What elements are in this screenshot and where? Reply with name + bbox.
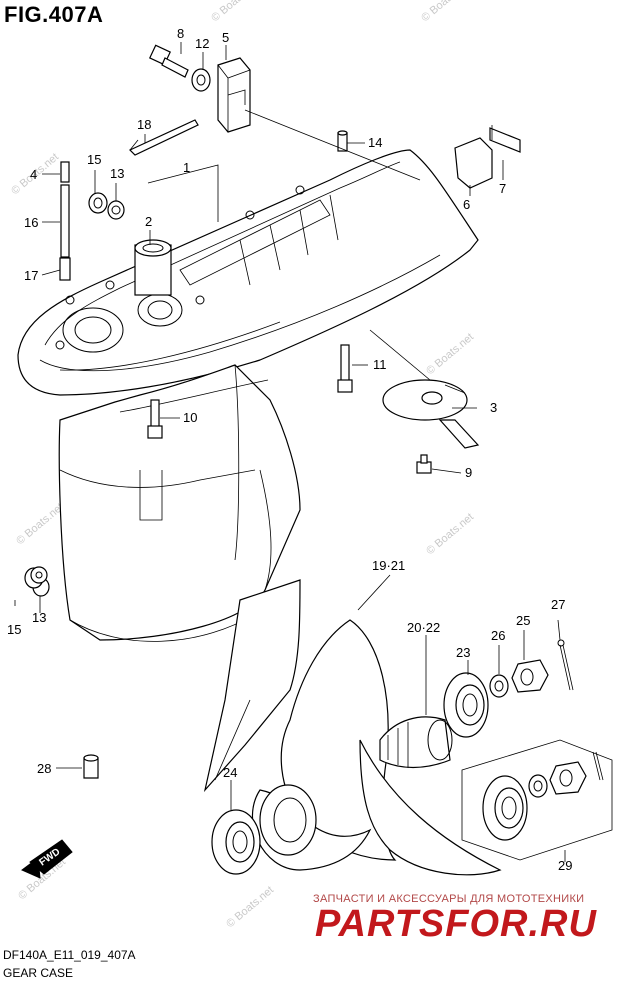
- callout-29: 29: [558, 858, 572, 873]
- watermark-text: © Boats.net: [14, 501, 66, 547]
- callout-15-upper: 15: [87, 152, 101, 167]
- callout-24: 24: [223, 765, 237, 780]
- callout-28: 28: [37, 761, 51, 776]
- callout-6: 6: [463, 197, 470, 212]
- part-10-bolt: [147, 399, 163, 439]
- shop-logo: PARTSFOR.RU: [315, 903, 597, 945]
- part-29-kit-box: [461, 739, 613, 861]
- callout-5: 5: [222, 30, 229, 45]
- callout-8: 8: [177, 26, 184, 41]
- callout-15-lower: 15: [7, 622, 21, 637]
- part-26-washer: [489, 674, 509, 698]
- callout-16: 16: [24, 215, 38, 230]
- part-9-nut: [416, 454, 432, 474]
- callout-13-lower: 13: [32, 610, 46, 625]
- leader-lines: [14, 42, 566, 862]
- callout-18: 18: [137, 117, 151, 132]
- part-25-nut: [511, 659, 549, 693]
- callout-12: 12: [195, 36, 209, 51]
- propeller-assembly: [251, 619, 502, 876]
- fwd-direction-badge: FWD: [21, 839, 73, 879]
- callout-25: 25: [516, 613, 530, 628]
- part-5-anode: [217, 57, 251, 133]
- part-28-plug: [83, 754, 99, 779]
- part-4-16-17-stud: [59, 161, 71, 281]
- watermark-text: © Boats.net: [424, 511, 476, 557]
- part-8-bolt: [148, 44, 189, 78]
- part-23-washer: [443, 672, 489, 738]
- callout-numbers: 1 2 3 4 5 6 7 8 9 10 11 12 13 13 14 15 1…: [7, 26, 572, 873]
- callout-14: 14: [368, 135, 382, 150]
- gear-case-housing: [17, 149, 479, 793]
- callout-19-21: 19·21: [372, 558, 405, 573]
- figure-caption: GEAR CASE: [3, 966, 74, 980]
- part-6-7-bracket: [454, 125, 521, 189]
- figure-title: FIG.407A: [4, 2, 104, 27]
- callout-26: 26: [491, 628, 505, 643]
- callout-1: 1: [183, 160, 190, 175]
- callout-17: 17: [24, 268, 38, 283]
- part-11-bolt: [337, 344, 353, 393]
- part-18-strip: [128, 119, 199, 156]
- callout-20-22: 20·22: [407, 620, 440, 635]
- watermark-text: © Boats.net: [424, 331, 476, 377]
- watermark-text: © Boats.net: [209, 0, 261, 24]
- part-24-washer: [211, 809, 261, 875]
- part-15-13-lower-plug: [24, 566, 50, 597]
- callout-9: 9: [465, 465, 472, 480]
- callout-7: 7: [499, 181, 506, 196]
- part-15-13-plug: [88, 192, 125, 220]
- callout-23: 23: [456, 645, 470, 660]
- callout-3: 3: [490, 400, 497, 415]
- watermark-text: © Boats.net: [419, 0, 471, 24]
- part-27-pin: [557, 639, 574, 691]
- part-3-trim-tab: [382, 379, 480, 449]
- callout-2: 2: [145, 214, 152, 229]
- part-14-pin: [337, 130, 348, 152]
- callout-11: 11: [373, 357, 387, 372]
- callout-13-upper: 13: [110, 166, 124, 181]
- watermark-text: © Boats.net: [224, 884, 276, 930]
- shop-tagline: ЗАПЧАСТИ И АКСЕССУАРЫ ДЛЯ МОТОТЕХНИКИ: [313, 893, 585, 905]
- callout-10: 10: [183, 410, 197, 425]
- callout-4: 4: [30, 167, 37, 182]
- figure-code: DF140A_E11_019_407A: [3, 948, 136, 962]
- callout-27: 27: [551, 597, 565, 612]
- part-12-washer: [191, 68, 211, 92]
